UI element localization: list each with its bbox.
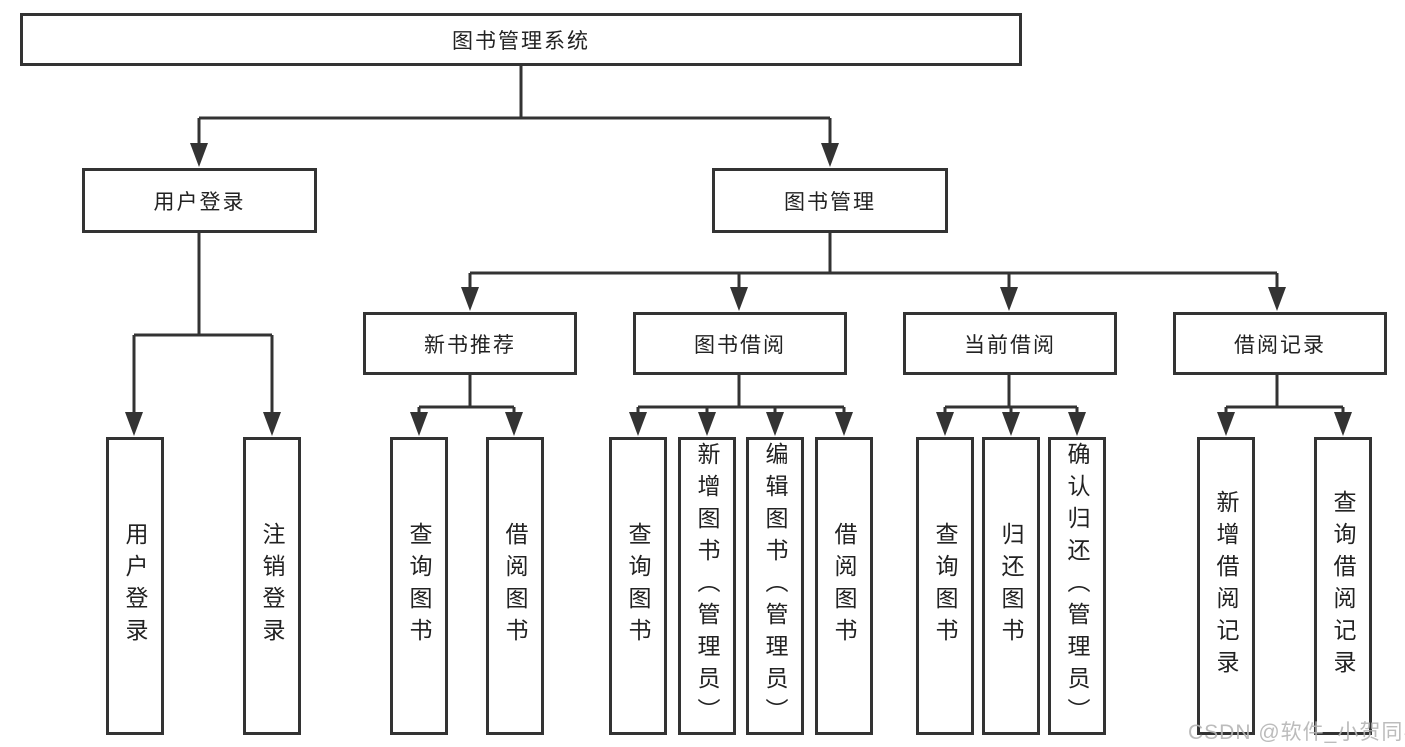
node-label: 注销登录 — [259, 522, 285, 650]
node-label: 查询图书 — [625, 522, 651, 650]
node-label: 查询图书 — [932, 522, 958, 650]
node-label: 借阅图书 — [831, 522, 857, 650]
csdn-watermark: CSDN @软件_小贺同学 — [1188, 721, 1405, 744]
leaf-logout: 注销登录 — [243, 437, 301, 735]
node-borrowing-records: 借阅记录 — [1173, 312, 1387, 375]
node-label: 编辑图书（管理员） — [762, 442, 788, 730]
node-label: 图书管理 — [784, 190, 876, 214]
leaf-query-borrow-record: 查询借阅记录 — [1314, 437, 1372, 735]
node-book-management: 图书管理 — [712, 168, 948, 233]
node-book-borrowing: 图书借阅 — [633, 312, 847, 375]
leaf-query-books-borrowing: 查询图书 — [609, 437, 667, 735]
node-label: 新增借阅记录 — [1213, 490, 1239, 682]
leaf-user-login: 用户登录 — [106, 437, 164, 735]
leaf-query-books-recommend: 查询图书 — [390, 437, 448, 735]
node-label: 图书管理系统 — [452, 29, 590, 53]
node-label: 用户登录 — [122, 522, 148, 650]
leaf-borrow-books-recommend: 借阅图书 — [486, 437, 544, 735]
leaf-borrow-books-borrowing: 借阅图书 — [815, 437, 873, 735]
node-label: 借阅图书 — [502, 522, 528, 650]
node-user-login: 用户登录 — [82, 168, 317, 233]
node-current-borrowing: 当前借阅 — [903, 312, 1117, 375]
node-label: 新增图书（管理员） — [694, 442, 720, 730]
node-label: 当前借阅 — [964, 333, 1056, 357]
leaf-query-books-current: 查询图书 — [916, 437, 974, 735]
node-label: 用户登录 — [153, 190, 246, 214]
leaf-add-borrow-record: 新增借阅记录 — [1197, 437, 1255, 735]
node-label: 归还图书 — [998, 522, 1024, 650]
node-label: 借阅记录 — [1234, 333, 1326, 357]
node-label: 图书借阅 — [694, 333, 786, 357]
leaf-edit-book-admin: 编辑图书（管理员） — [746, 437, 804, 735]
node-library-management-system: 图书管理系统 — [20, 13, 1022, 66]
leaf-add-book-admin: 新增图书（管理员） — [678, 437, 736, 735]
leaf-return-books: 归还图书 — [982, 437, 1040, 735]
node-label: 查询借阅记录 — [1330, 490, 1356, 682]
node-new-book-recommend: 新书推荐 — [363, 312, 577, 375]
node-label: 确认归还（管理员） — [1064, 442, 1090, 730]
node-label: 新书推荐 — [424, 333, 516, 357]
leaf-confirm-return-admin: 确认归还（管理员） — [1048, 437, 1106, 735]
node-label: 查询图书 — [406, 522, 432, 650]
